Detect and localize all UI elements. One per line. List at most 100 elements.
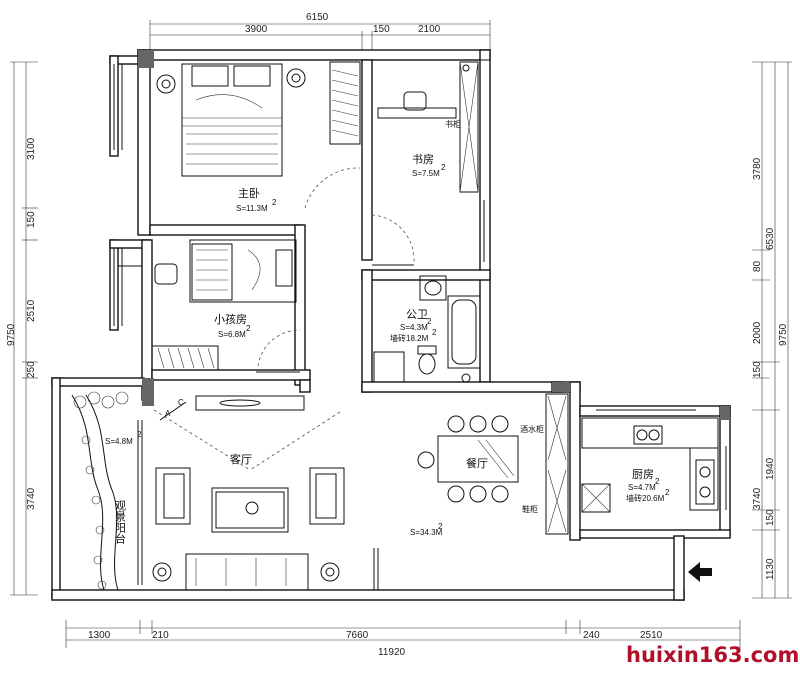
entrance-arrow-icon	[688, 562, 712, 582]
dim-left-seg-1: 3100	[26, 137, 37, 160]
dim-left-seg-3: 2510	[26, 299, 37, 322]
bathroom-name: 公卫	[406, 308, 428, 321]
dim-right-outer: 9750	[778, 323, 789, 346]
dim-left-seg-5: 3740	[26, 487, 37, 510]
dim-top-seg-2: 150	[373, 24, 390, 35]
stove	[695, 459, 715, 505]
living-room: 客厅 S=34.3M 2 A C	[152, 395, 443, 591]
dim-right-seg-7: 150	[765, 509, 776, 526]
kitchen-area-sup: 2	[655, 477, 660, 486]
master-bedroom-area-sup: 2	[272, 198, 277, 207]
study-chair	[403, 91, 427, 111]
dim-top-total: 6150	[306, 12, 329, 23]
bathroom-tile: 墙砖18.2M	[390, 333, 429, 343]
master-bedroom-area: S=11.3M	[236, 204, 268, 213]
kids-room-name: 小孩房	[214, 313, 247, 326]
kids-desk	[117, 247, 143, 267]
dim-left-seg-4: 250	[26, 361, 37, 378]
bedside-lamp-left	[156, 74, 176, 94]
walls	[51, 49, 731, 601]
dim-right-mid: 6530	[765, 227, 776, 250]
kids-room-area: S=6.8M	[218, 330, 246, 339]
sofa	[185, 553, 309, 591]
lamp-right	[320, 562, 340, 582]
master-bedroom: 主卧 S=11.3M 2	[156, 61, 361, 213]
dim-bottom-seg-4: 240	[583, 630, 600, 641]
dining-table	[437, 435, 519, 483]
marker-a: A	[165, 409, 171, 418]
kids-chair	[154, 263, 178, 285]
dim-right-seg-3: 2000	[752, 321, 763, 344]
living-area-sup: 2	[438, 522, 443, 531]
windows	[113, 59, 727, 510]
wine-cabinet-label: 酒水柜	[520, 424, 544, 434]
dining-name: 餐厅	[466, 456, 488, 470]
wardrobe	[329, 61, 361, 145]
bottom-dimensions: 1300 210 7660 240 2510 11920	[65, 620, 741, 658]
kids-wardrobe	[151, 345, 219, 371]
left-dimensions: 9750 3100 150 2510 250 3740	[6, 61, 38, 596]
right-dimensions: 3780 80 2000 150 3740 1940 150 1130 6530…	[752, 61, 792, 599]
bathtub	[447, 295, 481, 369]
kitchen-area: S=4.7M	[628, 483, 656, 492]
dim-right-seg-2: 80	[752, 260, 763, 272]
bookcase	[459, 61, 479, 193]
kitchen-counter-top	[581, 417, 719, 449]
doors	[256, 167, 415, 590]
dining-room: 餐厅 酒水柜 鞋柜	[417, 393, 569, 535]
kids-room: 小孩房 S=6.8M 2	[117, 239, 297, 371]
fridge	[581, 483, 611, 513]
living-name: 客厅	[230, 452, 252, 466]
dim-right-seg-5: 3740	[752, 487, 763, 510]
kitchen-tile: 墙砖20.6M	[626, 493, 665, 503]
marker-c: C	[178, 398, 184, 407]
kids-room-area-sup: 2	[246, 324, 251, 333]
study-area: S=7.5M	[412, 169, 440, 178]
study-name: 书房	[412, 153, 434, 166]
dim-right-seg-6: 1940	[765, 457, 776, 480]
double-bed	[181, 63, 283, 177]
kitchen-counter-side	[689, 447, 719, 511]
toilet-tank	[417, 345, 437, 355]
dim-bottom-seg-2: 210	[152, 630, 169, 641]
balcony-area-sup: 2	[137, 430, 142, 439]
study-area-sup: 2	[441, 163, 446, 172]
kitchen: 厨房 S=4.7M 2 墙砖20.6M 2	[581, 417, 719, 513]
armchair-left	[155, 467, 191, 525]
dim-left-total: 9750	[6, 323, 17, 346]
shower-tray	[373, 351, 405, 383]
master-bedroom-name: 主卧	[238, 187, 260, 200]
single-bed	[189, 239, 297, 303]
dim-right-seg-4: 150	[752, 361, 763, 378]
balcony-name: 观景阳台	[114, 500, 127, 544]
top-dimensions: 6150 3900 150 2100	[149, 12, 491, 52]
kitchen-tile-sup: 2	[665, 488, 670, 497]
dim-bottom-seg-1: 1300	[88, 630, 111, 641]
lamp-left	[152, 562, 172, 582]
desk	[377, 107, 457, 119]
bookcase-label: 书柜	[445, 119, 461, 129]
bedside-lamp-right	[286, 68, 306, 88]
bathroom-area: S=4.3M	[400, 323, 428, 332]
bathroom-tile-sup: 2	[432, 328, 437, 337]
dim-bottom-seg-3: 7660	[346, 630, 369, 641]
dim-right-seg-8: 1130	[765, 558, 776, 580]
shoe-cabinet-label: 鞋柜	[522, 504, 538, 514]
wine-shoe-cabinet	[545, 393, 569, 535]
balcony-area: S=4.8M	[105, 437, 133, 446]
dim-right-seg-1: 3780	[752, 157, 763, 180]
toilet	[418, 353, 436, 375]
planter-strip	[71, 394, 105, 591]
bathroom: 公卫 S=4.3M 2 墙砖18.2M 2	[373, 275, 481, 383]
living-area: S=34.3M	[410, 528, 443, 537]
balcony: S=4.8M 2 观景阳台	[71, 391, 143, 591]
kitchen-sink	[633, 425, 663, 445]
armchair-right	[309, 467, 345, 525]
study: 书柜 书房 S=7.5M 2	[377, 61, 479, 193]
dim-bottom-seg-5: 2510	[640, 630, 663, 641]
bathroom-area-sup: 2	[427, 317, 432, 326]
washbasin	[419, 275, 447, 301]
dim-top-seg-3: 2100	[418, 24, 441, 35]
watermark: huixin163.com	[626, 643, 799, 667]
